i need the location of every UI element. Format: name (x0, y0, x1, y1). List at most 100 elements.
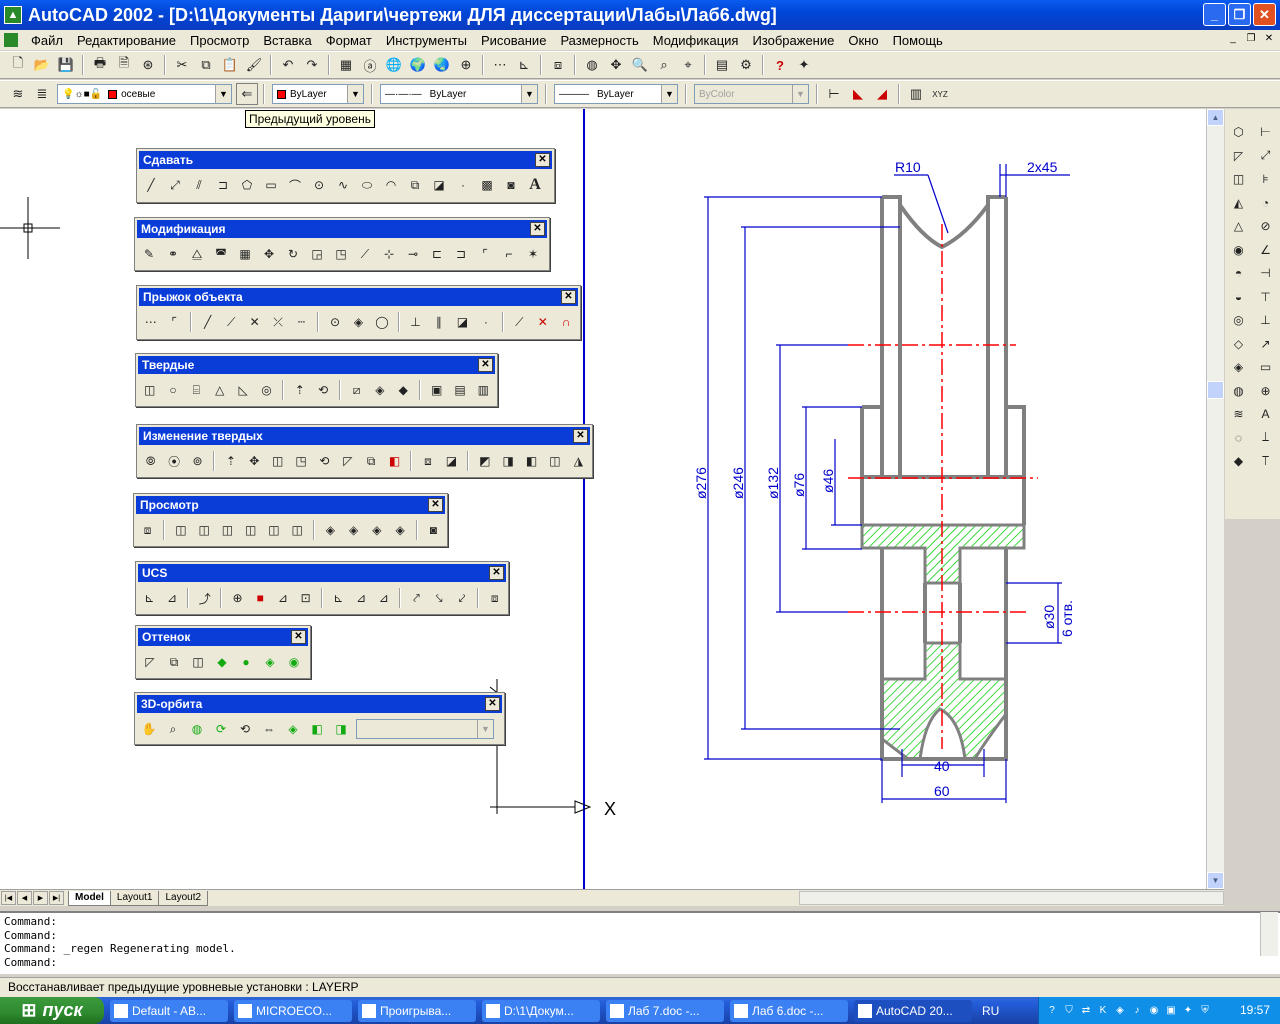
3d-orbit-icon[interactable]: ◍ (586, 57, 598, 72)
check-icon[interactable]: ◮ (573, 454, 583, 468)
polygon-icon[interactable]: ⬠ (241, 178, 253, 192)
insert-block-icon[interactable]: ⧉ (410, 177, 420, 192)
menu-view[interactable]: Просмотр (190, 32, 250, 48)
wedge-tool-icon[interactable]: ◸ (1233, 148, 1244, 163)
move-icon[interactable]: ✥ (263, 247, 275, 261)
hidden-icon[interactable]: ◫ (192, 655, 204, 669)
web-browse-icon[interactable]: 🌍 (409, 57, 427, 72)
dim-continue-tool-icon[interactable]: ⊥ (1260, 313, 1271, 327)
palette-close-button[interactable]: ✕ (535, 153, 550, 167)
rotate-icon[interactable]: ↻ (287, 247, 299, 261)
cut-icon[interactable]: ✂ (176, 57, 188, 72)
delete-faces-icon[interactable]: ◳ (295, 454, 307, 468)
chevron-down-icon[interactable]: ▼ (215, 85, 231, 103)
tray-help-icon[interactable]: ? (1049, 1004, 1055, 1016)
extrude-icon[interactable]: ⇡ (294, 383, 305, 397)
temp-track-icon[interactable]: ⋯ (144, 315, 157, 329)
paste-icon[interactable]: 📋 (221, 57, 239, 72)
ellipse-arc-icon[interactable]: ◠ (385, 178, 397, 192)
snap-intersection-icon[interactable]: ✕ (249, 315, 260, 329)
cube-tool-icon[interactable]: ◫ (1232, 172, 1245, 186)
display-ucs-icon[interactable]: ⊿ (167, 591, 178, 605)
doc-close-icon[interactable]: ✕ (1264, 33, 1274, 44)
3d-distance-icon[interactable]: ⇔ (263, 722, 275, 736)
z-axis-rotate-icon[interactable]: ⤦ (458, 590, 466, 605)
snap-perpendicular-icon[interactable]: ⊥ (410, 315, 421, 329)
bottom-view-icon[interactable]: ◫ (198, 523, 210, 537)
snap-tangent-icon[interactable]: ◯ (375, 315, 389, 329)
web-icon[interactable]: 🌐 (385, 57, 403, 72)
color-dropdown[interactable]: ByLayer ▼ (272, 84, 364, 104)
offset-faces-icon[interactable]: ◫ (271, 454, 284, 468)
solid-sphere-icon[interactable]: ○ (169, 383, 177, 397)
setup-view-icon[interactable]: ▤ (454, 383, 466, 397)
copy-icon[interactable]: ⧉ (201, 57, 211, 72)
scroll-up-icon[interactable]: ▲ (1207, 109, 1224, 126)
region-icon[interactable]: ◢ (877, 86, 887, 101)
clock[interactable]: 19:57 (1239, 1003, 1270, 1017)
snap-insert-icon[interactable]: ◪ (456, 315, 469, 329)
undo-icon[interactable]: ↶ (282, 57, 294, 72)
drawing-vertical-scrollbar[interactable]: ▲ ▼ (1206, 109, 1224, 889)
view-ucs-icon[interactable]: ⊡ (300, 591, 311, 605)
edge-surface-icon[interactable]: ◆ (1233, 454, 1244, 468)
palette-title[interactable]: Модификация ✕ (137, 220, 547, 238)
ne-iso-icon[interactable]: ◈ (372, 523, 382, 537)
snap-quadrant-icon[interactable]: ◈ (353, 315, 364, 329)
union-icon[interactable]: ⦾ (145, 453, 156, 468)
ellipse-icon[interactable]: ⬭ (361, 177, 373, 192)
explode-icon[interactable]: ✶ (527, 247, 539, 261)
3d-swivel-icon[interactable]: ⟲ (239, 722, 251, 736)
layer-previous-button-icon[interactable]: ⇐ (236, 83, 258, 105)
new-file-icon[interactable]: 🗋 (12, 55, 24, 70)
dim-update-tool-icon[interactable]: ⟙ (1261, 453, 1270, 468)
tab-layout2[interactable]: Layout2 (158, 890, 209, 906)
gouraud-edges-icon[interactable]: ◉ (288, 655, 300, 669)
menu-modify[interactable]: Модификация (652, 32, 739, 48)
mystery-icon[interactable]: ✦ (798, 57, 810, 72)
color-faces-icon[interactable]: ◧ (388, 454, 401, 468)
snap-from-icon[interactable]: ⌜ (171, 315, 178, 329)
tab-layout1[interactable]: Layout1 (109, 890, 160, 906)
tray-volume-icon[interactable]: ♪ (1134, 1004, 1140, 1016)
tray-monitor-icon[interactable]: ▣ (1166, 1004, 1176, 1016)
copy-edges-icon[interactable]: ⧈ (424, 453, 432, 468)
design-center-alt-icon[interactable]: ⚙ (740, 57, 752, 72)
copy-object-icon[interactable]: ⚭ (167, 247, 179, 261)
circle-icon[interactable]: ⊙ (313, 178, 325, 192)
print-preview-icon[interactable]: 🗎 (118, 55, 130, 70)
object-ucs-icon[interactable]: ■ (256, 591, 264, 605)
named-views-icon[interactable]: ⧈ (553, 57, 563, 72)
snap-none-icon[interactable]: ✕ (537, 315, 548, 329)
design-center-icon[interactable]: ▦ (339, 57, 353, 72)
erase-icon[interactable]: ✎ (143, 247, 155, 261)
spline-icon[interactable]: ∿ (337, 178, 349, 192)
palette-title[interactable]: Просмотр ✕ (136, 496, 445, 514)
face-ucs-icon[interactable]: ⊿ (277, 591, 288, 605)
setup-profile-icon[interactable]: ▥ (477, 383, 490, 397)
chamfer-icon[interactable]: ⌜ (482, 247, 488, 261)
task-button[interactable]: Default - AB... (110, 999, 228, 1022)
minimize-button[interactable]: _ (1203, 3, 1226, 26)
point-icon[interactable]: · (461, 178, 465, 192)
region-tool-icon[interactable]: ◙ (507, 178, 515, 192)
edge-tool-icon[interactable]: ◇ (1233, 336, 1244, 351)
menu-format[interactable]: Формат (325, 32, 372, 48)
tray-shield-icon[interactable]: ⛉ (1065, 1004, 1073, 1016)
palette-close-button[interactable]: ✕ (489, 566, 504, 580)
start-button[interactable]: ⊞ пуск (0, 997, 104, 1024)
palette-title[interactable]: UCS ✕ (138, 564, 506, 582)
back-clip-icon[interactable]: ◨ (335, 722, 347, 736)
construction-line-icon[interactable]: ⤢ (170, 177, 180, 192)
redo-icon[interactable]: ↷ (306, 57, 318, 72)
hatch-icon[interactable]: ◣ (853, 86, 863, 101)
separate-icon[interactable]: ◧ (525, 454, 538, 468)
dim-angular-tool-icon[interactable]: ∠ (1260, 242, 1271, 257)
revolved-tool-icon[interactable]: ◍ (1233, 383, 1244, 398)
menu-window[interactable]: Окно (848, 32, 879, 48)
snap-nearest-icon[interactable]: ⟋ (515, 314, 524, 329)
language-indicator[interactable]: RU (982, 1003, 1000, 1018)
2d-wireframe-icon[interactable]: ◸ (145, 655, 155, 669)
arc-icon[interactable]: ⌒ (288, 178, 301, 193)
camera-icon[interactable]: ◙ (429, 523, 437, 537)
